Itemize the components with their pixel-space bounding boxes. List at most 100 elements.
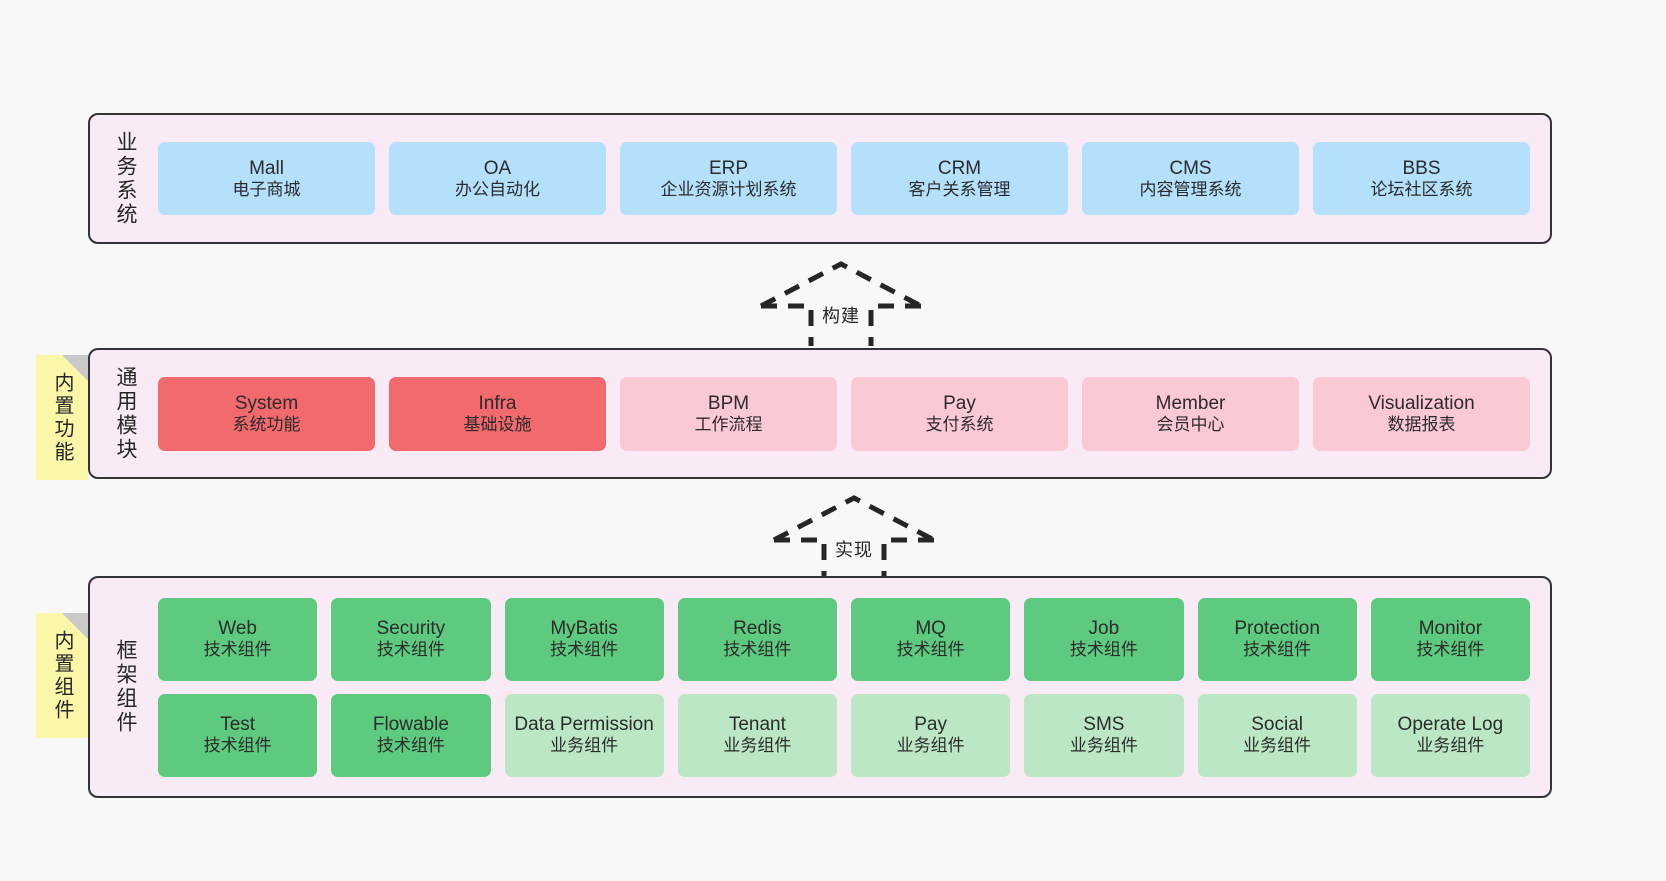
node-subtitle: 业务组件 xyxy=(896,736,965,756)
layer-business-nodes: Mall 电子商城 OA 办公自动化 ERP 企业资源计划系统 CRM 客户关系… xyxy=(148,142,1550,215)
node-name: SMS xyxy=(1083,714,1125,736)
node-sms[interactable]: SMS 业务组件 xyxy=(1024,693,1184,777)
node-name: Tenant xyxy=(728,714,786,736)
sticky-note-builtin-components: 内置组件 xyxy=(36,613,88,738)
node-mq[interactable]: MQ 技术组件 xyxy=(851,597,1011,681)
node-name: Visualization xyxy=(1368,392,1475,414)
node-operate-log[interactable]: Operate Log 业务组件 xyxy=(1370,693,1530,777)
node-system[interactable]: System 系统功能 xyxy=(158,376,375,451)
layer-title-business: 业务系统 xyxy=(114,130,138,227)
node-subtitle: 技术组件 xyxy=(1243,640,1312,660)
node-member[interactable]: Member 会员中心 xyxy=(1082,376,1299,451)
node-bbs[interactable]: BBS 论坛社区系统 xyxy=(1313,142,1530,215)
node-redis[interactable]: Redis 技术组件 xyxy=(677,597,837,681)
node-subtitle: 技术组件 xyxy=(896,640,965,660)
node-subtitle: 技术组件 xyxy=(550,640,619,660)
node-name: System xyxy=(234,392,299,414)
node-name: CRM xyxy=(937,157,982,179)
node-name: Operate Log xyxy=(1397,714,1504,736)
node-name: Web xyxy=(218,618,257,640)
node-name: Security xyxy=(376,618,446,640)
node-name: Pay xyxy=(914,714,947,736)
node-web[interactable]: Web 技术组件 xyxy=(158,597,318,681)
node-tenant[interactable]: Tenant 业务组件 xyxy=(677,693,837,777)
node-social[interactable]: Social 业务组件 xyxy=(1197,693,1357,777)
node-flowable[interactable]: Flowable 技术组件 xyxy=(331,693,491,777)
node-erp[interactable]: ERP 企业资源计划系统 xyxy=(620,142,837,215)
node-security[interactable]: Security 技术组件 xyxy=(331,597,491,681)
node-name: Test xyxy=(220,714,256,736)
node-name: BPM xyxy=(707,392,750,414)
node-subtitle: 客户关系管理 xyxy=(908,179,1011,199)
node-subtitle: 业务组件 xyxy=(550,736,619,756)
node-name: Protection xyxy=(1234,618,1320,640)
node-subtitle: 技术组件 xyxy=(376,640,445,660)
layer-title-framework: 框架组件 xyxy=(114,639,138,735)
node-name: Monitor xyxy=(1418,618,1483,640)
node-job[interactable]: Job 技术组件 xyxy=(1024,597,1184,681)
node-subtitle: 技术组件 xyxy=(203,640,272,660)
connector-implement: 实现 xyxy=(768,492,940,580)
layer-common-nodes: System 系统功能 Infra 基础设施 BPM 工作流程 Pay 支付系统… xyxy=(148,376,1550,451)
node-subtitle: 技术组件 xyxy=(723,640,792,660)
node-name: Infra xyxy=(478,392,517,414)
node-name: CMS xyxy=(1169,157,1212,179)
node-pay-module[interactable]: Pay 支付系统 xyxy=(851,376,1068,451)
connector-implement-label: 实现 xyxy=(835,540,873,560)
node-subtitle: 办公自动化 xyxy=(455,179,540,199)
node-subtitle: 会员中心 xyxy=(1156,414,1225,434)
node-name: Mall xyxy=(249,157,284,179)
node-data-permission[interactable]: Data Permission 业务组件 xyxy=(504,693,664,777)
layer-framework-components: 框架组件 Web 技术组件 Security 技术组件 MyBatis 技术组件… xyxy=(88,576,1552,798)
node-subtitle: 支付系统 xyxy=(925,414,994,434)
sticky-note-builtin-features: 内置功能 xyxy=(36,355,88,480)
node-mybatis[interactable]: MyBatis 技术组件 xyxy=(504,597,664,681)
node-subtitle: 工作流程 xyxy=(694,414,763,434)
node-oa[interactable]: OA 办公自动化 xyxy=(389,142,606,215)
node-name: OA xyxy=(483,157,512,179)
node-bpm[interactable]: BPM 工作流程 xyxy=(620,376,837,451)
node-subtitle: 技术组件 xyxy=(376,736,445,756)
dashed-arrow-up-icon xyxy=(772,495,936,580)
node-cms[interactable]: CMS 内容管理系统 xyxy=(1082,142,1299,215)
node-mall[interactable]: Mall 电子商城 xyxy=(158,142,375,215)
node-subtitle: 技术组件 xyxy=(1416,640,1485,660)
node-subtitle: 业务组件 xyxy=(723,736,792,756)
connector-build: 构建 xyxy=(755,258,927,346)
node-subtitle: 论坛社区系统 xyxy=(1370,179,1473,199)
node-subtitle: 电子商城 xyxy=(232,179,301,199)
node-monitor[interactable]: Monitor 技术组件 xyxy=(1370,597,1530,681)
layer-common-modules: 通用模块 System 系统功能 Infra 基础设施 BPM 工作流程 Pay… xyxy=(88,348,1552,479)
node-subtitle: 数据报表 xyxy=(1387,414,1456,434)
sticky-note-label: 内置组件 xyxy=(51,629,73,722)
node-name: Job xyxy=(1088,618,1120,640)
node-name: Member xyxy=(1155,392,1226,414)
layer-title-common: 通用模块 xyxy=(114,365,138,462)
node-row: Test 技术组件 Flowable 技术组件 Data Permission … xyxy=(158,693,1530,777)
node-row: Mall 电子商城 OA 办公自动化 ERP 企业资源计划系统 CRM 客户关系… xyxy=(158,142,1530,215)
node-name: Social xyxy=(1251,714,1303,736)
node-subtitle: 业务组件 xyxy=(1416,736,1485,756)
node-subtitle: 业务组件 xyxy=(1069,736,1138,756)
sticky-note-label: 内置功能 xyxy=(51,371,73,464)
node-name: Flowable xyxy=(372,714,449,736)
node-name: ERP xyxy=(708,157,749,179)
node-name: Redis xyxy=(733,618,782,640)
node-protection[interactable]: Protection 技术组件 xyxy=(1197,597,1357,681)
node-infra[interactable]: Infra 基础设施 xyxy=(389,376,606,451)
node-subtitle: 技术组件 xyxy=(1069,640,1138,660)
layer-framework-nodes: Web 技术组件 Security 技术组件 MyBatis 技术组件 Redi… xyxy=(148,597,1550,777)
node-pay-component[interactable]: Pay 业务组件 xyxy=(851,693,1011,777)
node-subtitle: 企业资源计划系统 xyxy=(660,179,797,199)
node-test[interactable]: Test 技术组件 xyxy=(158,693,318,777)
dashed-arrow-up-icon xyxy=(759,261,923,346)
connector-build-label: 构建 xyxy=(822,306,860,326)
node-subtitle: 业务组件 xyxy=(1243,736,1312,756)
node-subtitle: 技术组件 xyxy=(203,736,272,756)
node-visualization[interactable]: Visualization 数据报表 xyxy=(1313,376,1530,451)
node-name: MQ xyxy=(915,618,946,640)
node-subtitle: 系统功能 xyxy=(232,414,301,434)
node-crm[interactable]: CRM 客户关系管理 xyxy=(851,142,1068,215)
layer-business-systems: 业务系统 Mall 电子商城 OA 办公自动化 ERP 企业资源计划系统 CRM… xyxy=(88,113,1552,244)
node-name: BBS xyxy=(1402,157,1441,179)
